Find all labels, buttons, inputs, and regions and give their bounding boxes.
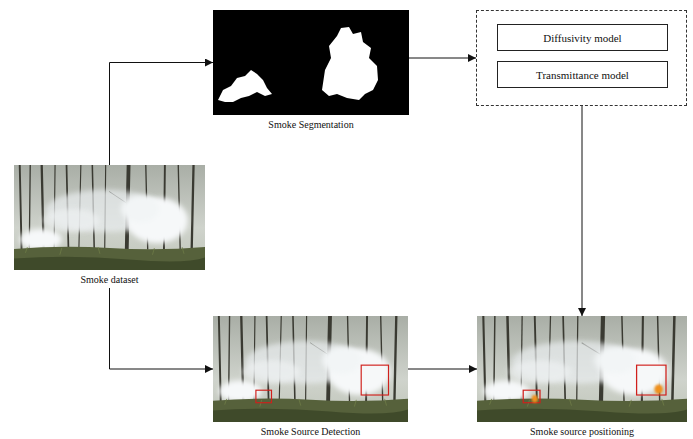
flow-arrow [408, 369, 477, 370]
mask-background [213, 10, 409, 115]
node-label: Smoke Segmentation [268, 119, 353, 130]
model-box: Diffusivity model [497, 24, 668, 51]
model-box: Transmittance model [497, 61, 668, 88]
detection-box [256, 390, 272, 403]
flow-arrow [409, 58, 476, 59]
positioning-image: Smoke source positioning [477, 316, 687, 422]
detection-photo [213, 316, 408, 422]
smoke-mask [218, 70, 272, 102]
source-marker [532, 395, 538, 403]
forest-scene [14, 165, 205, 270]
forest-scene [477, 316, 687, 422]
detection-box [361, 365, 388, 395]
detection-box [523, 390, 540, 403]
forest-photo [14, 165, 205, 270]
node-label: Smoke Source Detection [261, 426, 360, 437]
dataset-image: Smoke dataset [14, 165, 205, 270]
model-group: Diffusivity modelTransmittance model [476, 10, 687, 106]
segmentation-image: Smoke Segmentation [213, 10, 409, 115]
forest-scene [213, 316, 408, 422]
node-label: Transmittance model [536, 69, 629, 81]
flow-arrow [110, 288, 214, 369]
node-label: Smoke dataset [80, 274, 138, 285]
detection-box [637, 365, 666, 395]
node-label: Diffusivity model [543, 32, 621, 44]
segmentation-mask [213, 10, 409, 115]
detection-image: Smoke Source Detection [213, 316, 408, 422]
smoke-mask [322, 27, 378, 100]
flow-arrow [110, 63, 214, 166]
flow-arrow [582, 106, 583, 316]
positioning-photo [477, 316, 687, 422]
node-label: Smoke source positioning [530, 426, 634, 437]
source-marker [654, 384, 662, 394]
